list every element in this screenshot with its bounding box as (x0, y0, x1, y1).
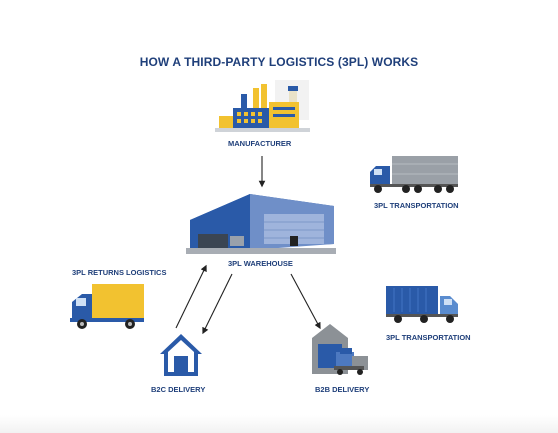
b2b-label: B2B DELIVERY (315, 385, 370, 394)
b2b-building-icon (312, 324, 368, 375)
page-title: HOW A THIRD-PARTY LOGISTICS (3PL) WORKS (139, 55, 419, 69)
arrow-warehouse-to-b2c (202, 273, 233, 335)
warehouse-label: 3PL WAREHOUSE (228, 259, 293, 268)
bottom-divider (0, 415, 558, 433)
semi-truck-icon (370, 156, 458, 193)
arrow-b2c-to-warehouse (175, 264, 207, 329)
transportation-right-node (384, 284, 460, 324)
b2c-node (158, 332, 204, 378)
manufacturer-node (215, 80, 310, 132)
transportation-right-label: 3PL TRANSPORTATION (386, 333, 471, 342)
arrow-warehouse-to-b2b (290, 273, 321, 330)
manufacturer-label: MANUFACTURER (228, 139, 292, 148)
b2b-node (310, 322, 370, 376)
transportation-top-node (368, 154, 460, 194)
factory-icon (215, 80, 310, 132)
b2c-label: B2C DELIVERY (151, 385, 206, 394)
transportation-top-label: 3PL TRANSPORTATION (374, 201, 459, 210)
container-truck-icon (386, 286, 458, 323)
returns-label: 3PL RETURNS LOGISTICS (72, 268, 167, 277)
house-icon (160, 334, 202, 376)
warehouse-icon (186, 194, 336, 254)
delivery-van-icon (70, 284, 144, 329)
returns-node (68, 280, 146, 330)
warehouse-node (186, 190, 336, 254)
